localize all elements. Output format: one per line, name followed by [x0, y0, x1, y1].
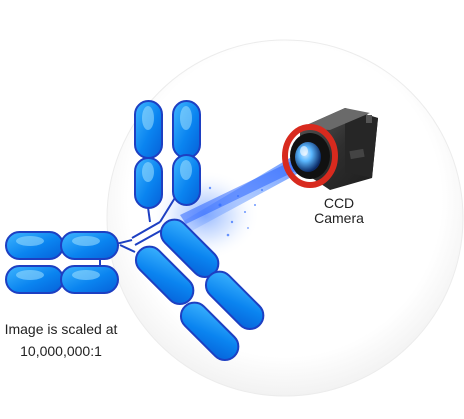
camera-label-line1: CCD [324, 195, 354, 211]
antibody-icon [5, 100, 265, 362]
ccd-camera-icon [282, 108, 378, 190]
scale-note-line1: Image is scaled at [5, 321, 118, 337]
camera-label-line2: Camera [314, 210, 364, 226]
scale-note-line2: 10,000,000:1 [20, 343, 102, 359]
